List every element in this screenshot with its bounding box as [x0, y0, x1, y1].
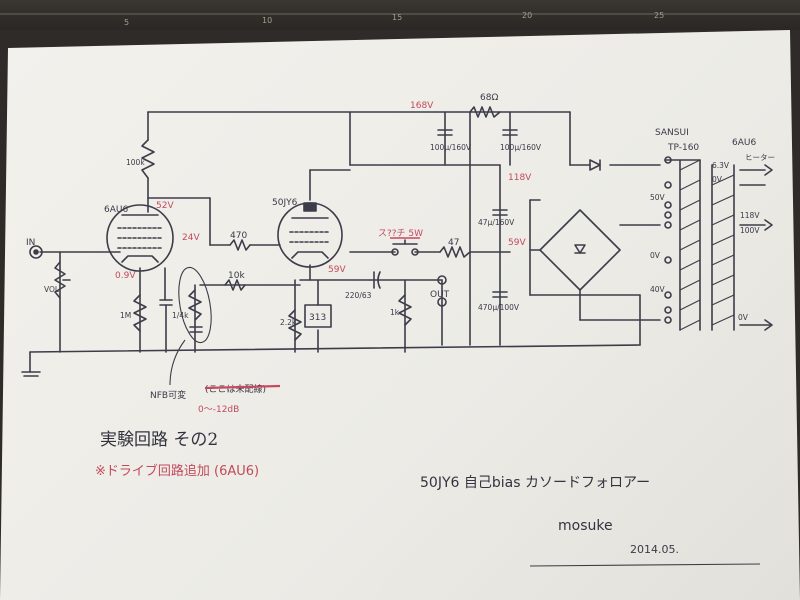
r10k-label: 10k — [228, 271, 245, 281]
power-transformer — [664, 156, 773, 331]
nfb-struck-text: (ここは未配線) — [205, 383, 266, 395]
ruler-tick-10: 10 — [262, 16, 272, 25]
circuit-name: 50JY6 自己bias カソードフォロアー — [420, 475, 650, 491]
date: 2014.05. — [630, 543, 679, 556]
t50v-label: 50V — [650, 193, 666, 202]
c220-label: 220/63 — [345, 291, 372, 300]
paper-sheet — [0, 30, 800, 600]
tube1-label: 6AU6 — [104, 205, 128, 215]
r-out-label: 1k — [390, 308, 400, 317]
r47-label: 47 — [448, 238, 459, 248]
r313-label: 313 — [309, 313, 326, 323]
v24-label: 24V — [182, 233, 200, 243]
v118-label: 118V — [508, 173, 532, 183]
page-subtitle: ※ドライブ回路追加 (6AU6) — [95, 463, 259, 479]
v09-label: 0.9V — [115, 271, 136, 281]
cathode-box — [304, 304, 332, 328]
nfb-marker — [169, 266, 212, 386]
cap-top-left-label: 100μ/160V — [430, 143, 472, 152]
t100v-label: 100V — [740, 226, 760, 235]
r-cath-label: 2.2k — [280, 318, 297, 327]
v52-label: 52V — [156, 201, 174, 211]
heater-label: ヒーター — [745, 153, 775, 162]
t0v-b-label: 0V — [650, 251, 661, 260]
ruler-tick-5: 5 — [124, 18, 129, 27]
ruler-tick-25: 25 — [654, 11, 664, 20]
signature-line — [529, 563, 761, 567]
r-grid-label: 1M — [120, 311, 131, 320]
plate-resistor-100k — [141, 139, 155, 179]
ruler-tick-20: 20 — [522, 11, 532, 20]
v168-label: 168V — [410, 101, 434, 111]
page-title: 実験回路 その2 — [100, 430, 218, 450]
cap-low-label: 470μ/100V — [478, 303, 520, 312]
volume-pot — [54, 261, 66, 299]
wiring — [21, 111, 771, 377]
r-nfb-label: 1/4k — [172, 311, 189, 320]
r68-label: 68Ω — [480, 93, 498, 103]
cap-mid-label: 47μ/160V — [478, 218, 515, 227]
switch-label: ス??チ 5W — [378, 228, 423, 239]
output-terminal — [437, 297, 447, 307]
nfb-label: NFB可変 — [150, 389, 186, 401]
r100k-label: 100k — [126, 158, 145, 167]
transformer-brand: SANSUI — [655, 128, 689, 138]
t0v-c-label: 0V — [738, 313, 749, 322]
v59-grid-label: 59V — [328, 265, 346, 275]
t118v-label: 118V — [740, 211, 760, 220]
bridge-rectifier — [539, 209, 621, 291]
tube2-label: 50JY6 — [272, 198, 298, 208]
tube-50jy6 — [277, 202, 343, 268]
transformer-model: TP-160 — [667, 143, 699, 153]
cap-top-right-label: 100μ/160V — [500, 143, 542, 152]
output-label: OUT — [430, 290, 450, 300]
desk-ruler: 5 10 15 20 25 — [0, 0, 800, 30]
heater-tube-label: 6AU6 — [732, 138, 756, 148]
r470-label: 470 — [230, 231, 247, 241]
input-label: IN — [26, 238, 35, 248]
tube-6au6 — [106, 204, 174, 272]
t63v-label: 6.3V — [712, 161, 730, 170]
ruler-tick-15: 15 — [392, 13, 402, 22]
input-jack — [29, 245, 43, 259]
vol-label: VOL — [44, 285, 60, 294]
components — [29, 106, 773, 353]
v59-label: 59V — [508, 238, 526, 248]
author: mosuke — [558, 518, 613, 534]
t40v-label: 40V — [650, 285, 666, 294]
nfb-range: 0〜-12dB — [198, 405, 239, 415]
t0v-a-label: 0V — [712, 175, 723, 184]
